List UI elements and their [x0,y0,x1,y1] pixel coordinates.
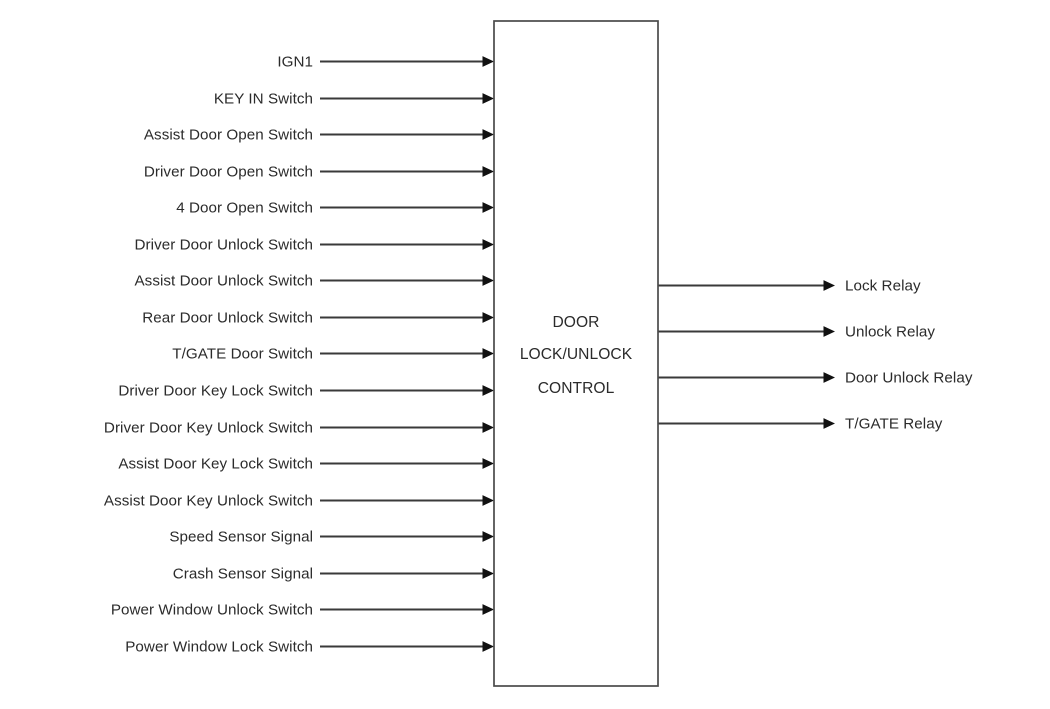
input-label-1: KEY IN Switch [214,91,313,108]
input-label-8: T/GATE Door Switch [172,346,313,363]
input-row-6 [320,275,494,286]
input-row-11 [320,458,494,469]
input-label-4: 4 Door Open Switch [176,200,313,217]
input-row-12 [320,495,494,506]
output-label-0: Lock Relay [845,278,921,295]
input-label-3: Driver Door Open Switch [144,164,313,181]
output-row-2 [658,372,835,383]
input-label-16: Power Window Lock Switch [125,639,313,656]
control-box-label-line-1: DOOR [553,314,600,331]
output-row-3 [658,418,835,429]
output-arrowhead-icon [823,418,835,429]
input-arrowhead-icon [482,568,494,579]
output-arrowhead-icon [823,372,835,383]
input-label-14: Crash Sensor Signal [173,566,313,583]
output-label-3: T/GATE Relay [845,416,943,433]
input-label-5: Driver Door Unlock Switch [135,237,313,254]
output-arrowhead-icon [823,280,835,291]
input-arrowhead-icon [482,385,494,396]
input-row-15 [320,604,494,615]
control-box-rect [493,20,659,687]
input-wires-group [320,56,494,652]
input-arrowhead-icon [482,495,494,506]
input-row-9 [320,385,494,396]
input-row-13 [320,531,494,542]
output-row-0 [658,280,835,291]
input-arrowhead-icon [482,531,494,542]
input-row-5 [320,239,494,250]
input-label-13: Speed Sensor Signal [169,529,313,546]
input-label-2: Assist Door Open Switch [144,127,313,144]
input-arrowhead-icon [482,129,494,140]
input-label-9: Driver Door Key Lock Switch [118,383,313,400]
input-arrowhead-icon [482,348,494,359]
input-row-14 [320,568,494,579]
input-label-12: Assist Door Key Unlock Switch [104,493,313,510]
input-row-2 [320,129,494,140]
input-arrowhead-icon [482,166,494,177]
input-arrowhead-icon [482,275,494,286]
input-arrowhead-icon [482,604,494,615]
output-label-1: Unlock Relay [845,324,935,341]
input-label-11: Assist Door Key Lock Switch [118,456,313,473]
input-row-7 [320,312,494,323]
input-arrowhead-icon [482,312,494,323]
input-arrowhead-icon [482,202,494,213]
control-box-group: DOOR LOCK/UNLOCK CONTROL [493,20,659,687]
output-wires-group [658,280,835,429]
output-label-2: Door Unlock Relay [845,370,973,387]
input-arrowhead-icon [482,239,494,250]
input-arrowhead-icon [482,641,494,652]
input-row-16 [320,641,494,652]
input-arrowhead-icon [482,422,494,433]
input-arrowhead-icon [482,93,494,104]
output-row-1 [658,326,835,337]
input-label-0: IGN1 [277,54,313,71]
input-label-10: Driver Door Key Unlock Switch [104,420,313,437]
input-row-4 [320,202,494,213]
input-row-3 [320,166,494,177]
input-label-6: Assist Door Unlock Switch [135,273,314,290]
input-row-8 [320,348,494,359]
input-label-7: Rear Door Unlock Switch [142,310,313,327]
input-arrowhead-icon [482,56,494,67]
input-label-15: Power Window Unlock Switch [111,602,313,619]
output-arrowhead-icon [823,326,835,337]
control-box-label-line-3: CONTROL [538,380,615,397]
input-row-1 [320,93,494,104]
input-row-10 [320,422,494,433]
input-arrowhead-icon [482,458,494,469]
control-box-label-line-2: LOCK/UNLOCK [520,346,633,363]
input-row-0 [320,56,494,67]
